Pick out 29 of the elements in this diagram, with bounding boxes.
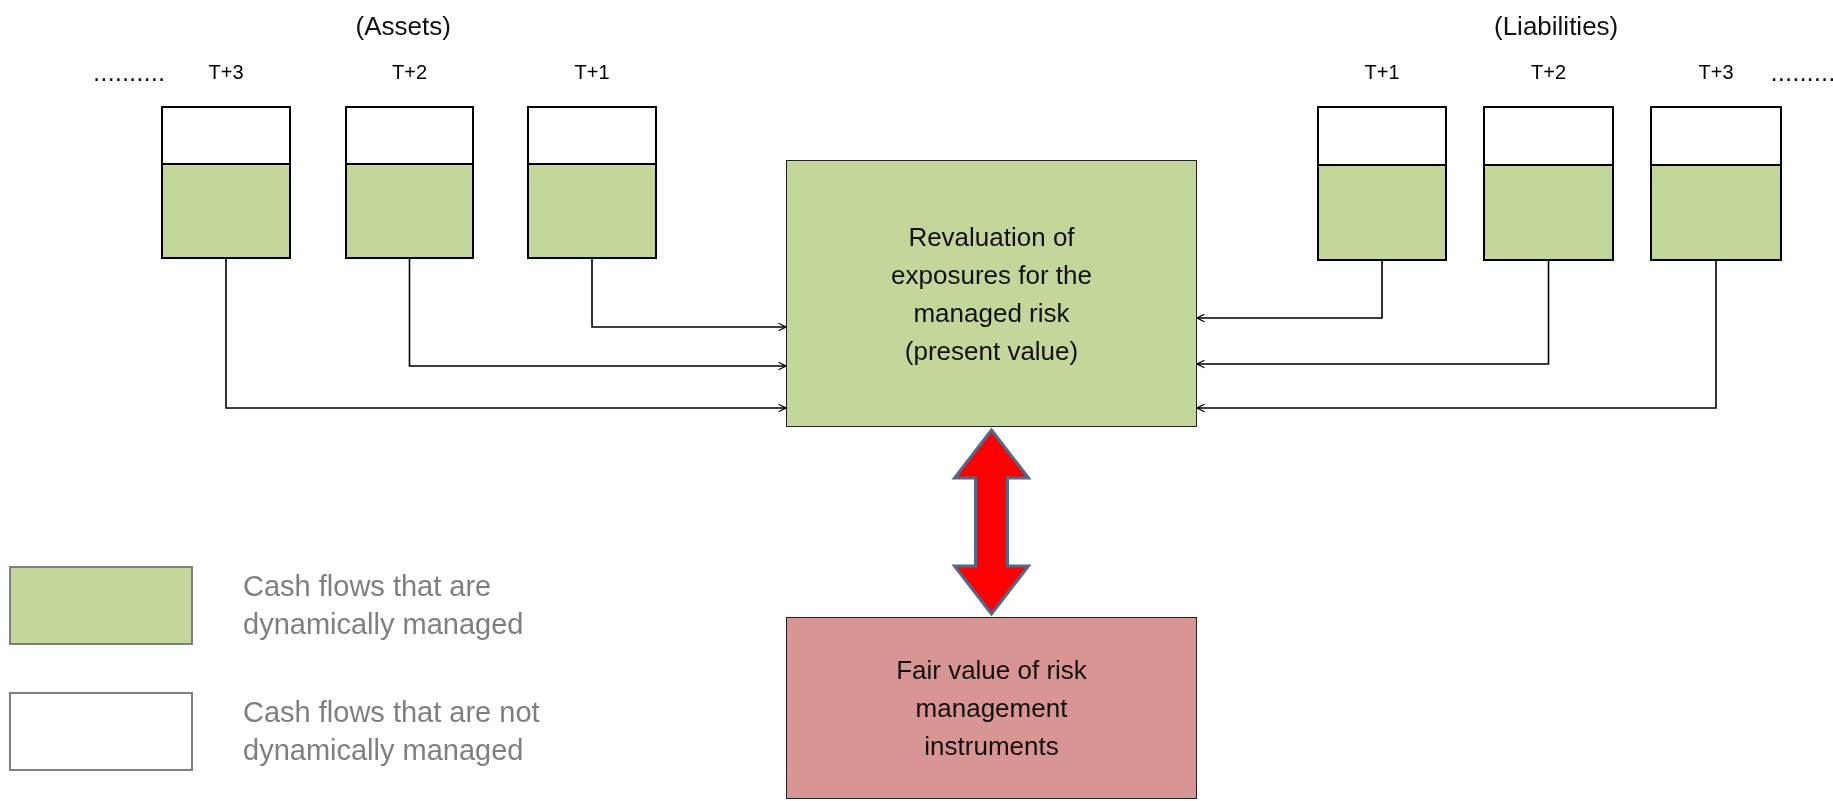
process-box [786, 617, 1197, 799]
period-label: T+2 [1530, 60, 1567, 84]
double-arrow [951, 427, 1032, 617]
legend-text: Cash flows that are dynamically managed [243, 569, 525, 642]
cash-flow-bucket [1650, 106, 1782, 261]
cash-flow-bucket [161, 106, 291, 259]
period-label: T+1 [573, 60, 611, 84]
arrow [1196, 260, 1550, 369]
legend-text: Cash flows that are not dynamically managed [243, 695, 541, 768]
ellipsis-dots: ......... [1770, 57, 1833, 87]
process-box [786, 160, 1197, 427]
arrow [225, 258, 787, 413]
period-label: T+3 [207, 60, 245, 84]
arrow [1196, 260, 1717, 413]
box-text: Revaluation of exposures for the managed risk (present value) [890, 220, 1093, 368]
box-text: Fair value of risk management instruments [895, 654, 1088, 763]
ellipsis-dots: .......... [93, 57, 166, 87]
cash-flow-bucket [1483, 106, 1614, 261]
period-label: T+1 [1363, 60, 1401, 84]
arrow [591, 258, 787, 332]
cash-flow-bucket [345, 106, 474, 259]
arrow [1196, 260, 1383, 323]
period-label: T+3 [1697, 60, 1735, 84]
side-heading: (Assets) [355, 11, 451, 41]
arrow [408, 258, 787, 371]
cash-flow-bucket [1317, 106, 1447, 261]
cash-flow-bucket [527, 106, 657, 259]
side-heading: (Liabilities) [1494, 11, 1619, 41]
period-label: T+2 [391, 60, 428, 84]
